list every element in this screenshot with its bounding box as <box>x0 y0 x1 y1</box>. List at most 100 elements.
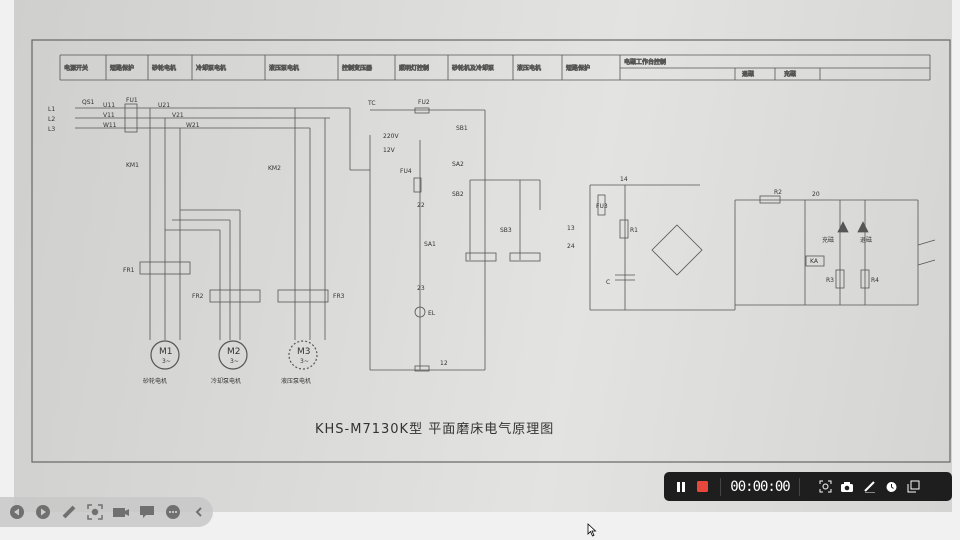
sidebar-toolbar <box>0 497 213 527</box>
header-cell: 冷却泵电机 <box>196 64 226 72</box>
comment-icon <box>140 506 154 518</box>
schematic-label: R2 <box>774 189 782 196</box>
annotate-button[interactable] <box>858 476 880 498</box>
timer-button[interactable] <box>880 476 902 498</box>
prev-button[interactable] <box>6 501 28 523</box>
schematic-label: 13 <box>567 225 575 232</box>
collapse-button[interactable] <box>188 501 210 523</box>
motor-name: 冷却泵电机 <box>211 377 241 385</box>
header-cell: 电磁工作台控制 <box>624 58 666 66</box>
header-cell: 电源开关 <box>64 64 88 72</box>
header-cell: 短路保护 <box>110 64 134 72</box>
schematic-label: L1 <box>48 106 55 113</box>
pen-icon <box>863 481 875 493</box>
schematic-label: 退磁 <box>860 236 872 244</box>
motor-phase: 3~ <box>300 358 309 365</box>
chevron-left-icon <box>195 507 202 517</box>
motor-phase: 3~ <box>230 358 239 365</box>
schematic-label: L2 <box>48 116 55 123</box>
video-camera-icon <box>113 508 129 517</box>
motor-id: M1 <box>159 347 173 357</box>
screen-recorder-toolbar: 00:00:00 <box>664 472 952 501</box>
header-cell: 退磁 <box>742 70 754 78</box>
screenshot-icon <box>87 504 103 520</box>
diagram-title: KHS-M7130K型 平面磨床电气原理图 <box>315 421 554 437</box>
region-button[interactable] <box>814 476 836 498</box>
divider <box>799 477 800 496</box>
schematic-label: SA2 <box>452 161 464 168</box>
recording-timer: 00:00:00 <box>730 478 790 495</box>
schematic-label: KA <box>810 258 819 265</box>
stop-icon <box>697 480 708 492</box>
motor-id: M3 <box>297 347 311 357</box>
motor-id: M2 <box>227 347 241 357</box>
schematic-label: R1 <box>630 227 638 234</box>
pause-button[interactable] <box>670 476 692 498</box>
mouse-cursor <box>587 523 597 537</box>
schematic-label: FU1 <box>126 97 138 104</box>
schematic-label: V11 <box>103 112 115 119</box>
more-button[interactable] <box>162 501 184 523</box>
schematic-label: FR2 <box>192 293 204 300</box>
pen-icon <box>62 505 76 519</box>
camera-button[interactable] <box>110 501 132 523</box>
window-icon <box>907 480 919 493</box>
more-icon <box>166 505 180 519</box>
schematic-label: 24 <box>567 243 575 250</box>
schematic-label: 14 <box>620 176 628 183</box>
header-cell: 砂轮机及冷却泵 <box>452 64 494 72</box>
schematic-label: 充磁 <box>822 236 834 244</box>
header-cell: 控制变压器 <box>342 64 372 72</box>
schematic-label: QS1 <box>82 99 95 106</box>
arrow-left-icon <box>10 505 24 519</box>
schematic-label: FR1 <box>123 267 135 274</box>
schematic-label: 20 <box>812 191 820 198</box>
schematic-label: W11 <box>103 122 117 129</box>
schematic-label: V21 <box>172 112 184 119</box>
schematic-label: TC <box>367 100 376 107</box>
electromagnetic-chuck-circuit <box>589 184 936 311</box>
schematic-label: 12V <box>383 147 396 154</box>
alarm-clock-icon <box>886 482 896 492</box>
region-capture-icon <box>819 480 831 493</box>
header-cell: 液压电机 <box>517 64 541 72</box>
schematic-label: SB1 <box>456 125 468 132</box>
schematic-label: 23 <box>417 285 425 292</box>
header-cell: 充磁 <box>784 70 796 78</box>
schematic-label: FU3 <box>596 203 608 210</box>
header-table: 电源开关 短路保护 砂轮电机 冷却泵电机 液压泵电机 控制变压器 照明灯控制 砂轮机及冷却泵 液… <box>59 54 931 81</box>
header-cell: 短路保护 <box>566 64 590 72</box>
header-cell: 照明灯控制 <box>399 64 429 72</box>
schematic-label: 220V <box>383 133 399 140</box>
motor-name: 液压泵电机 <box>281 377 311 385</box>
schematic-label: FU4 <box>400 168 412 175</box>
motor-name: 砂轮电机 <box>143 377 167 385</box>
header-cell: 砂轮电机 <box>152 64 176 72</box>
schematic-label: W21 <box>186 122 200 129</box>
schematic-label: R4 <box>871 277 879 284</box>
schematic-label: U21 <box>158 102 170 109</box>
pen-button[interactable] <box>58 501 80 523</box>
screenshot-button[interactable] <box>84 501 106 523</box>
stop-button[interactable] <box>692 476 714 498</box>
schematic-label: SB2 <box>452 191 464 198</box>
minimize-button[interactable] <box>902 476 924 498</box>
schematic-label: SA1 <box>424 241 436 248</box>
schematic-label: L3 <box>48 126 55 133</box>
schematic-label: KM2 <box>268 165 281 172</box>
schematic-label: C <box>606 279 610 286</box>
schematic-label: FU2 <box>418 99 430 106</box>
comment-button[interactable] <box>136 501 158 523</box>
screenshot-button[interactable] <box>836 476 858 498</box>
schematic-label: SB3 <box>500 227 512 234</box>
control-circuit <box>369 107 541 372</box>
schematic-label: 22 <box>417 202 425 209</box>
next-button[interactable] <box>32 501 54 523</box>
header-cell: 液压泵电机 <box>269 64 299 72</box>
power-lines <box>75 103 370 370</box>
divider <box>720 477 721 496</box>
schematic-label: EL <box>428 310 436 317</box>
camera-icon <box>841 481 853 492</box>
arrow-right-icon <box>36 505 50 519</box>
schematic-photo: 电源开关短路保护砂轮电机冷却泵电机液压泵电机控制变压器照明灯控制砂轮机及冷却泵液… <box>14 0 952 512</box>
